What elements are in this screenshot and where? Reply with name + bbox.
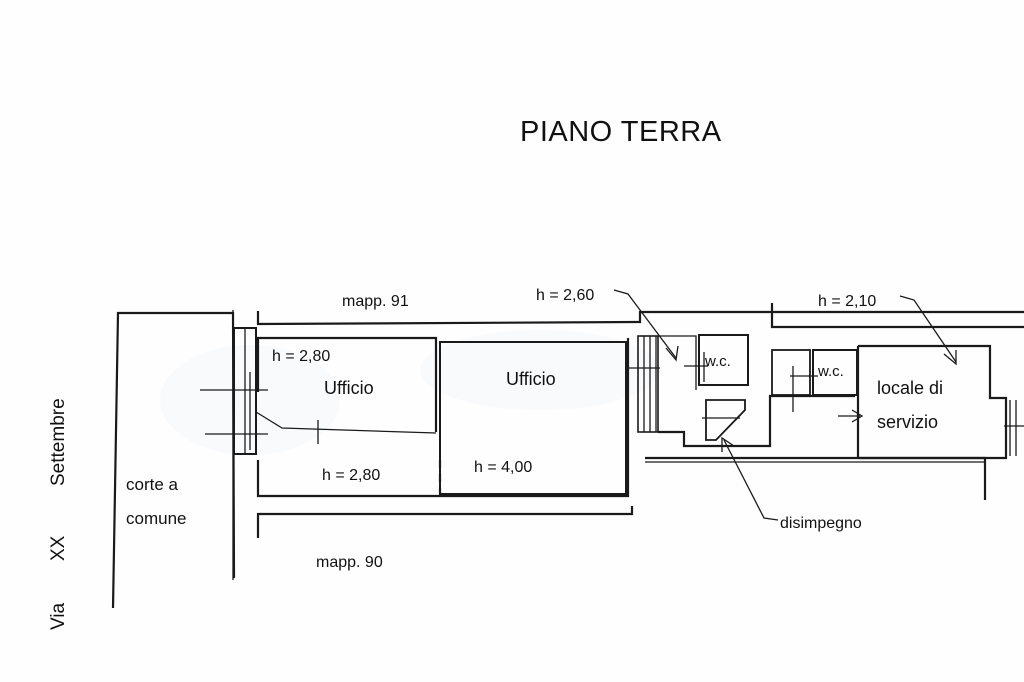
room-label-locale-line2: servizio — [877, 412, 938, 432]
street-via-label: Via — [48, 602, 69, 630]
corte-label-line2: comune — [126, 509, 186, 528]
street-settembre-label: Settembre — [48, 398, 69, 486]
passage-block — [626, 335, 697, 433]
leader-lines — [613, 289, 957, 521]
mapp-90-label: mapp. 90 — [316, 554, 383, 571]
room-label-wc-2: w.c. — [817, 363, 844, 380]
corte-label-line1: corte a — [126, 475, 179, 494]
height-label-wc-block: h = 2,60 — [536, 287, 594, 304]
room-label-ufficio-1: Ufficio — [324, 378, 374, 398]
wc-2-room — [771, 349, 858, 412]
room-label-disimpegno: disimpegno — [780, 515, 862, 532]
north-boundary — [256, 303, 1024, 329]
mapp-91-label: mapp. 91 — [342, 293, 409, 310]
height-label-ufficio-1: h = 2,80 — [272, 348, 330, 365]
ufficio-2-room — [439, 341, 627, 495]
room-label-locale-line1: locale di — [877, 378, 943, 398]
room-label-ufficio-2: Ufficio — [506, 369, 556, 389]
room-label-wc-1: w.c. — [704, 353, 731, 370]
entrance-wall — [200, 327, 268, 455]
disimpegno-area — [658, 394, 855, 448]
locale-servizio-room — [838, 344, 1024, 460]
height-label-locale: h = 2,10 — [818, 293, 876, 310]
height-label-ufficio-2: h = 4,00 — [474, 459, 532, 476]
height-label-corridor: h = 2,80 — [322, 467, 380, 484]
street-xx-label: XX — [48, 535, 69, 561]
wc-1-room — [684, 334, 749, 386]
plan-title: PIANO TERRA — [520, 116, 722, 148]
ufficio-1-room — [255, 336, 438, 444]
